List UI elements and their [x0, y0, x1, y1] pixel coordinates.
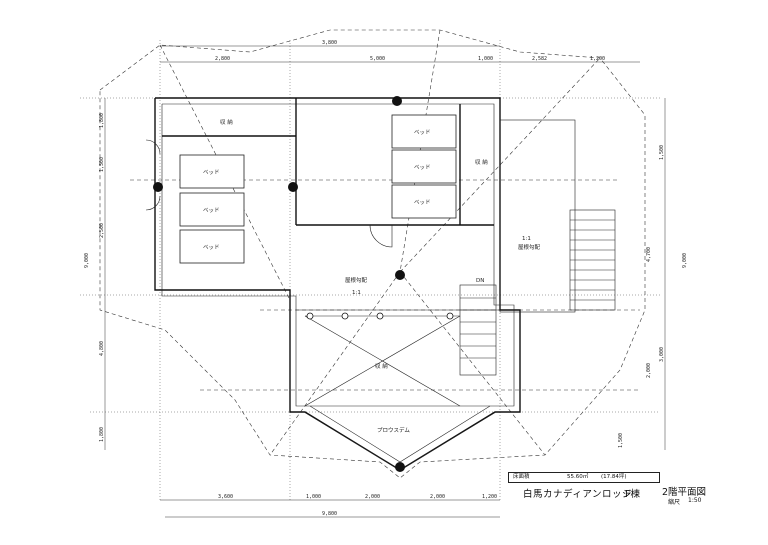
- bed-label-3: ベッド: [203, 244, 220, 251]
- room-storage-top: 収 納: [220, 118, 233, 126]
- dim-right-3: 9,000: [682, 253, 688, 268]
- building-name: F棟: [625, 489, 640, 500]
- bed-label-6: ベッド: [414, 199, 431, 206]
- scale-value: 1:50: [688, 497, 702, 504]
- project-name: 白馬カナディアンロッジ: [523, 489, 632, 500]
- dim-top-5: 1,200: [590, 56, 605, 62]
- dim-bottom-3: 2,000: [365, 494, 380, 500]
- column-3: [392, 96, 402, 106]
- bed-label-4: ベッド: [414, 129, 431, 136]
- column-4: [395, 270, 405, 280]
- column-1: [153, 182, 163, 192]
- dim-bottom-2: 1,000: [306, 494, 321, 500]
- roof-ratio-main: 1:1: [352, 290, 361, 296]
- roof-pitch-main: 屋根勾配: [345, 276, 368, 284]
- exterior-wall: [154, 97, 521, 471]
- stair-treads: [570, 219, 615, 301]
- dim-bottom-4: 2,000: [430, 494, 445, 500]
- dim-top-2: 5,000: [370, 56, 385, 62]
- bed-left-2: [179, 192, 245, 227]
- area-value: 55.60㎡: [567, 474, 589, 480]
- dim-left-2: 1,500: [99, 157, 105, 172]
- dim-top-4: 2,582: [532, 56, 547, 62]
- bed-label-1: ベッド: [203, 169, 220, 176]
- bed-left-1: [179, 154, 245, 189]
- stair-dn: DN: [476, 278, 484, 284]
- roof-pitch-right: 屋根勾配: [518, 243, 541, 251]
- dim-left-4: 9,000: [84, 253, 90, 268]
- dim-left-6: 1,800: [99, 427, 105, 442]
- dim-left-1: 1,800: [99, 113, 105, 128]
- dim-right-5: 2,000: [646, 363, 652, 378]
- door-swing-left: [145, 139, 161, 155]
- dim-bottom-1: 3,600: [218, 494, 233, 500]
- bed-label-2: ベッド: [203, 207, 220, 214]
- roof-outline: [99, 29, 646, 479]
- door-swing: [369, 224, 393, 248]
- bed-right-3: [391, 184, 457, 219]
- scale-label: 縮尺: [668, 499, 681, 506]
- area-label: 床面積: [513, 474, 530, 480]
- dim-left-5: 4,800: [99, 341, 105, 356]
- dim-top-3: 1,000: [478, 56, 493, 62]
- dim-right-6: 1,500: [618, 433, 624, 448]
- dim-top-overall: 3,800: [322, 40, 337, 46]
- area-tsubo: (17.84坪): [601, 474, 627, 480]
- dim-left-3: 2,500: [99, 223, 105, 238]
- roof-ridge-5: [399, 271, 546, 456]
- bed-right-2: [391, 149, 457, 184]
- dim-bottom-overall: 9,800: [322, 511, 337, 517]
- dim-right-4: 3,000: [659, 347, 665, 362]
- room-storage-bottom: 収 納: [375, 362, 388, 370]
- interior-stair: [459, 284, 497, 376]
- dim-top-1: 2,800: [215, 56, 230, 62]
- bed-label-5: ベッド: [414, 164, 431, 171]
- bed-left-3: [179, 229, 245, 264]
- dim-bottom-5: 1,200: [482, 494, 497, 500]
- bay-label: プロウスデム: [377, 426, 410, 434]
- floor-area-box: 床面積 55.60㎡ (17.84坪): [508, 472, 660, 483]
- drawing-title: 2階平面図: [662, 487, 707, 498]
- column-5: [395, 462, 405, 472]
- balcony: [499, 119, 576, 313]
- dim-right-2: 4,700: [646, 247, 652, 262]
- column-2: [288, 182, 298, 192]
- bed-right-1: [391, 114, 457, 149]
- interior-stair-treads: [460, 297, 496, 359]
- dim-right-1: 1,500: [659, 145, 665, 160]
- roof-ridge-4: [269, 271, 401, 456]
- roof-ratio-right: 1:1: [522, 236, 531, 242]
- room-storage-right: 収 納: [475, 158, 488, 166]
